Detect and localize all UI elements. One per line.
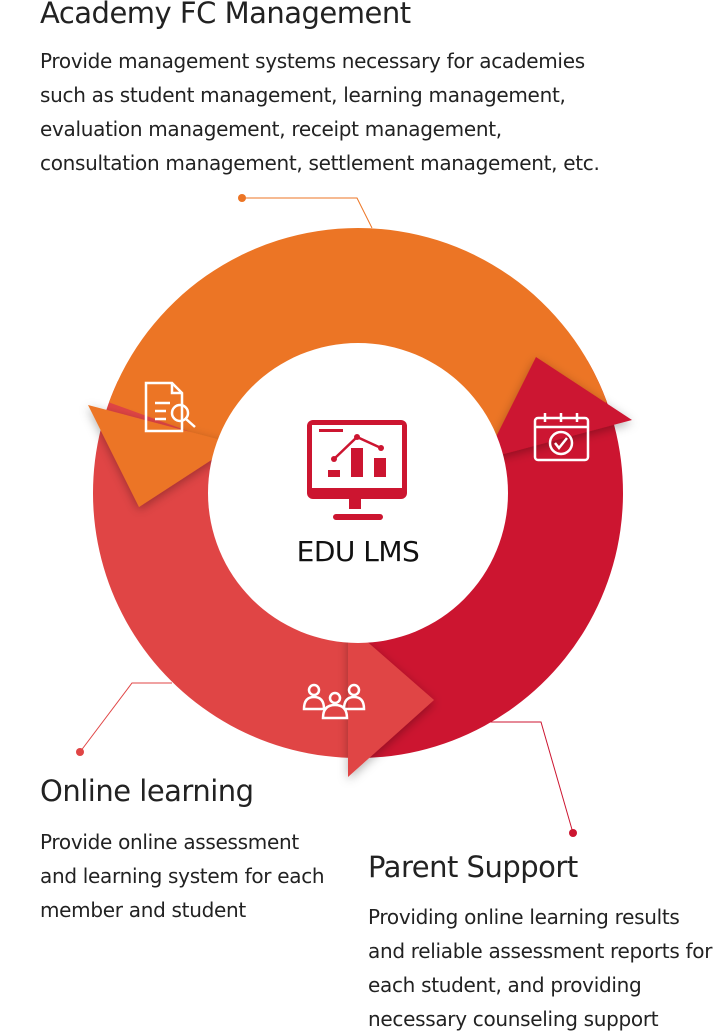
calendar-check-icon [533, 413, 590, 462]
leader-line-academy [242, 197, 373, 229]
online-learning-description: Provide online assessment and learning s… [40, 830, 325, 922]
document-search-icon [144, 381, 196, 433]
leader-lines [76, 194, 577, 837]
leader-dot-academy [238, 194, 246, 202]
parent-support-description: Providing online learning results and re… [368, 905, 713, 1031]
leader-dot-online [76, 748, 84, 756]
online-learning-title: Online learning [40, 774, 254, 808]
arrowhead-academy [88, 405, 236, 507]
group-icon [302, 683, 366, 720]
parent-support-title: Parent Support [368, 850, 578, 884]
leader-line-parent [490, 721, 574, 834]
monitor-chart-icon [307, 420, 407, 520]
academy-description: Provide management systems necessary for… [40, 49, 600, 175]
leader-line-online [79, 682, 172, 753]
arrowhead-parent [485, 357, 632, 459]
center-label: EDU LMS [296, 535, 420, 568]
academy-title: Academy FC Management [40, 0, 411, 30]
arrowhead-online [348, 625, 434, 777]
ring-segment-academy [108, 228, 608, 443]
leader-dot-parent [569, 829, 577, 837]
